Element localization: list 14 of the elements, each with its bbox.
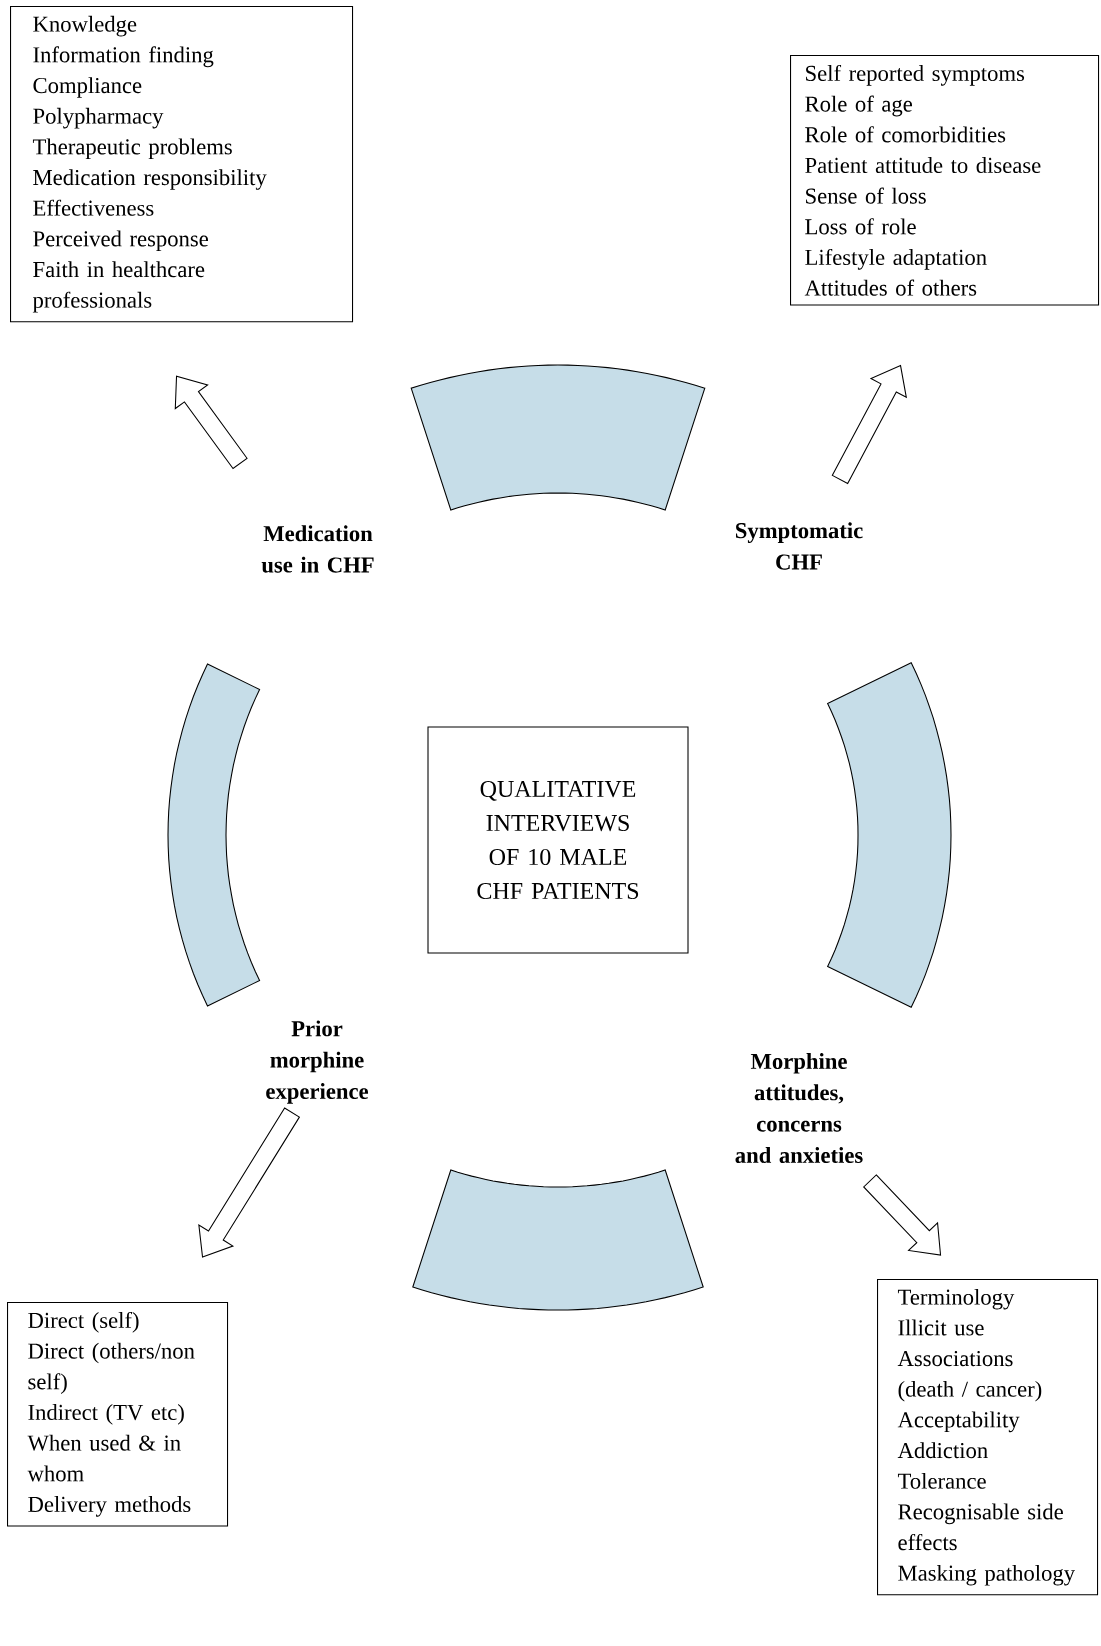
block-arrow (174, 375, 248, 470)
theme-label: Symptomatic CHF (736, 522, 863, 570)
arc-band (167, 663, 261, 1007)
theme-label: Prior morphine experience (266, 1020, 369, 1104)
center-box: QUALITATIVE INTERVIEWS OF 10 MALE CHF PATIENTS (427, 726, 689, 954)
list-box: Knowledge Information finding Compliance Polypharmacy Therapeutic problems Medication responsibility Effectiveness Perceived response Faith in healthcare professionals (10, 6, 354, 323)
list-box: Self reported symptoms Role of age Role of comorbidities Patient attitude to disease Sense of loss Loss of role Lifestyle adaptation Attitudes of others (790, 55, 1100, 306)
arc-band (412, 1169, 704, 1311)
block-arrow (831, 364, 908, 485)
theme-label: Medication use in CHF (261, 525, 374, 573)
list-box: Direct (self) Direct (others/non self) Indirect (TV etc) When used & in whom Delivery methods (7, 1302, 229, 1527)
list-box: Terminology Illicit use Associations (death / cancer) Acceptability Addiction Tolerance Recognisable side effects Masking pathology (877, 1279, 1099, 1596)
arc-band (410, 364, 706, 511)
theme-label: Morphine attitudes, concerns and anxieties (735, 1053, 863, 1163)
